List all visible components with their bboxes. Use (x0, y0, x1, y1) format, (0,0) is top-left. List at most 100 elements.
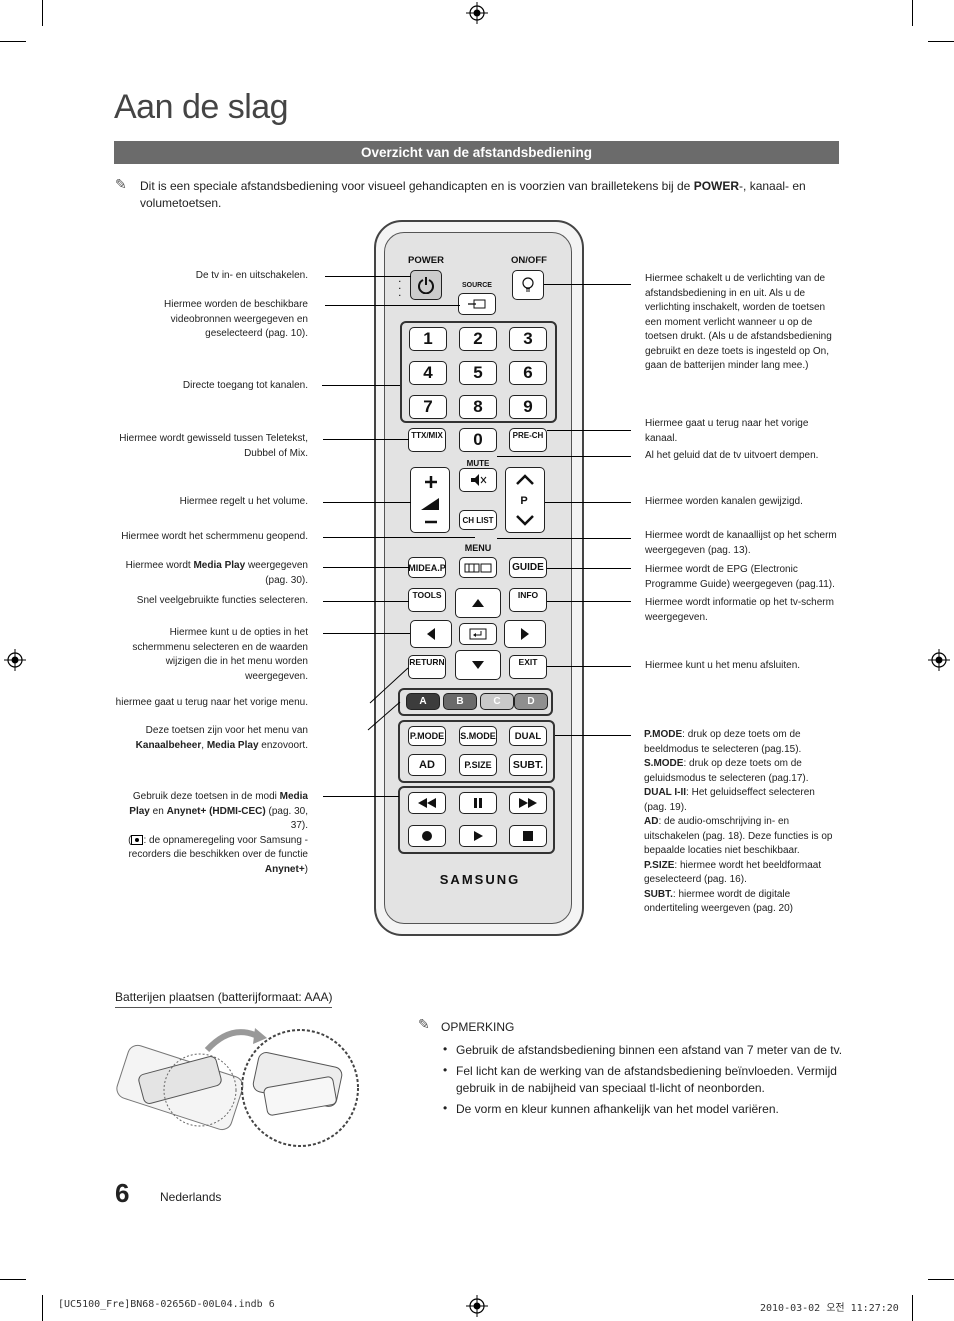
digit-6-button[interactable]: 6 (509, 361, 547, 385)
menu-label: MENU (464, 543, 492, 553)
play-button[interactable] (459, 825, 497, 847)
pre-ch-button[interactable]: PRE-CH (509, 428, 547, 452)
return-button[interactable]: RETURN (408, 655, 446, 679)
label-exit: Hiermee kunt u het menu afsluiten. (645, 660, 801, 671)
label-modes: P.MODE: druk op deze toets om de beeldmo… (644, 729, 833, 914)
label-return: hiermee gaat u terug naar het vorige men… (115, 697, 308, 708)
crop-mark (928, 41, 954, 42)
rewind-button[interactable] (408, 792, 446, 814)
page-number: 6 (115, 1178, 130, 1208)
section-header: Overzicht van de afstandsbediening (114, 141, 839, 164)
leader-diagonals (367, 667, 409, 731)
leader-line (323, 502, 411, 503)
media-button-group (398, 786, 555, 854)
label-mute: Al het geluid dat de tv uitvoert dempen. (645, 450, 819, 461)
power-button[interactable] (410, 270, 442, 300)
enter-icon (469, 628, 487, 640)
number-pad (400, 321, 557, 423)
power-icon (418, 277, 434, 294)
exit-button[interactable]: EXIT (509, 655, 547, 679)
s-mode-button[interactable]: S.MODE (459, 726, 497, 746)
down-button[interactable] (455, 650, 501, 680)
leader-line (323, 567, 409, 568)
right-arrow-icon (521, 628, 529, 640)
right-button[interactable] (504, 620, 546, 648)
source-icon (468, 299, 486, 309)
leader-line (547, 666, 631, 667)
onoff-button[interactable] (512, 270, 544, 300)
left-arrow-icon (427, 628, 435, 640)
leader-line (497, 538, 631, 539)
label-guide: Hiermee wordt de EPG (Electronic Program… (645, 564, 835, 590)
crop-mark (0, 41, 26, 42)
digit-3-button[interactable]: 3 (509, 327, 547, 351)
crop-mark (42, 1295, 43, 1321)
channel-arrows-icon (516, 474, 534, 526)
color-button-group (398, 688, 553, 716)
media-p-button[interactable]: MIDEA.P (408, 557, 446, 578)
file-slug: [UC5100_Fre]BN68-02656D-00L04.indb 6 (58, 1299, 275, 1310)
label-info: Hiermee wordt informatie op het tv-scher… (645, 597, 834, 623)
digit-7-button[interactable]: 7 (409, 395, 447, 419)
mute-label: MUTE (466, 459, 490, 468)
page-title: Aan de slag (114, 88, 289, 126)
label-colors: Deze toetsen zijn voor het menu van Kana… (135, 725, 308, 751)
leader-line (323, 796, 399, 797)
bullet-icon: • (443, 1042, 448, 1056)
subt-button[interactable]: SUBT. (509, 754, 547, 776)
volume-rocker[interactable] (410, 467, 450, 533)
label-channels: Directe toegang tot kanalen. (182, 380, 308, 391)
stop-button[interactable] (509, 825, 547, 847)
up-button[interactable] (455, 588, 501, 618)
tools-button[interactable]: TOOLS (408, 588, 446, 612)
note-item: Fel licht kan de werking van de afstands… (456, 1064, 837, 1095)
color-c-button[interactable]: C (480, 693, 514, 710)
ad-button[interactable]: AD (408, 754, 446, 776)
digit-9-button[interactable]: 9 (509, 395, 547, 419)
mute-button[interactable] (459, 468, 497, 492)
label-power: De tv in- en uitschakelen. (195, 270, 308, 281)
channel-rocker[interactable] (505, 467, 545, 533)
ttx-mix-button[interactable]: TTX/MIX (408, 428, 446, 452)
color-b-button[interactable]: B (443, 693, 477, 710)
digit-4-button[interactable]: 4 (409, 361, 447, 385)
registration-mark-icon (928, 649, 950, 671)
label-onoff: Hiermee schakelt u de verlichting van de… (645, 273, 832, 371)
digit-0-button[interactable]: 0 (459, 428, 497, 452)
note-item: Gebruik de afstandsbediening binnen een … (456, 1043, 843, 1057)
note-pencil-icon: ✎ (418, 1016, 430, 1032)
play-icon (474, 831, 483, 841)
leader-line (323, 439, 409, 440)
pause-button[interactable] (459, 792, 497, 814)
dual-button[interactable]: DUAL (509, 726, 547, 746)
leader-line (325, 276, 411, 277)
menu-button[interactable] (459, 557, 497, 578)
power-label: POWER (408, 255, 444, 266)
channel-p-label: P (520, 495, 528, 507)
digit-1-button[interactable]: 1 (409, 327, 447, 351)
ch-list-button[interactable]: CH LIST (459, 510, 497, 530)
leader-line (323, 537, 475, 538)
p-mode-button[interactable]: P.MODE (408, 726, 446, 746)
digit-2-button[interactable]: 2 (459, 327, 497, 351)
label-chlist: Hiermee wordt de kanaallijst op het sche… (645, 530, 837, 556)
guide-button[interactable]: GUIDE (509, 557, 547, 578)
record-dot-icon (422, 831, 432, 841)
source-button[interactable] (458, 293, 496, 315)
registration-mark-icon (466, 1295, 488, 1317)
onoff-label: ON/OFF (511, 255, 547, 266)
language-label: Nederlands (160, 1190, 222, 1204)
digit-5-button[interactable]: 5 (459, 361, 497, 385)
p-size-button[interactable]: P.SIZE (459, 754, 497, 776)
fast-forward-button[interactable] (509, 792, 547, 814)
color-a-button[interactable]: A (406, 693, 440, 710)
mode-button-group (398, 720, 555, 783)
enter-button[interactable] (459, 623, 497, 645)
record-button[interactable] (408, 825, 446, 847)
digit-8-button[interactable]: 8 (459, 395, 497, 419)
info-button[interactable]: INFO (509, 588, 547, 612)
left-button[interactable] (410, 620, 452, 648)
record-icon (131, 834, 144, 845)
menu-icon (464, 563, 492, 572)
color-d-button[interactable]: D (514, 693, 548, 710)
